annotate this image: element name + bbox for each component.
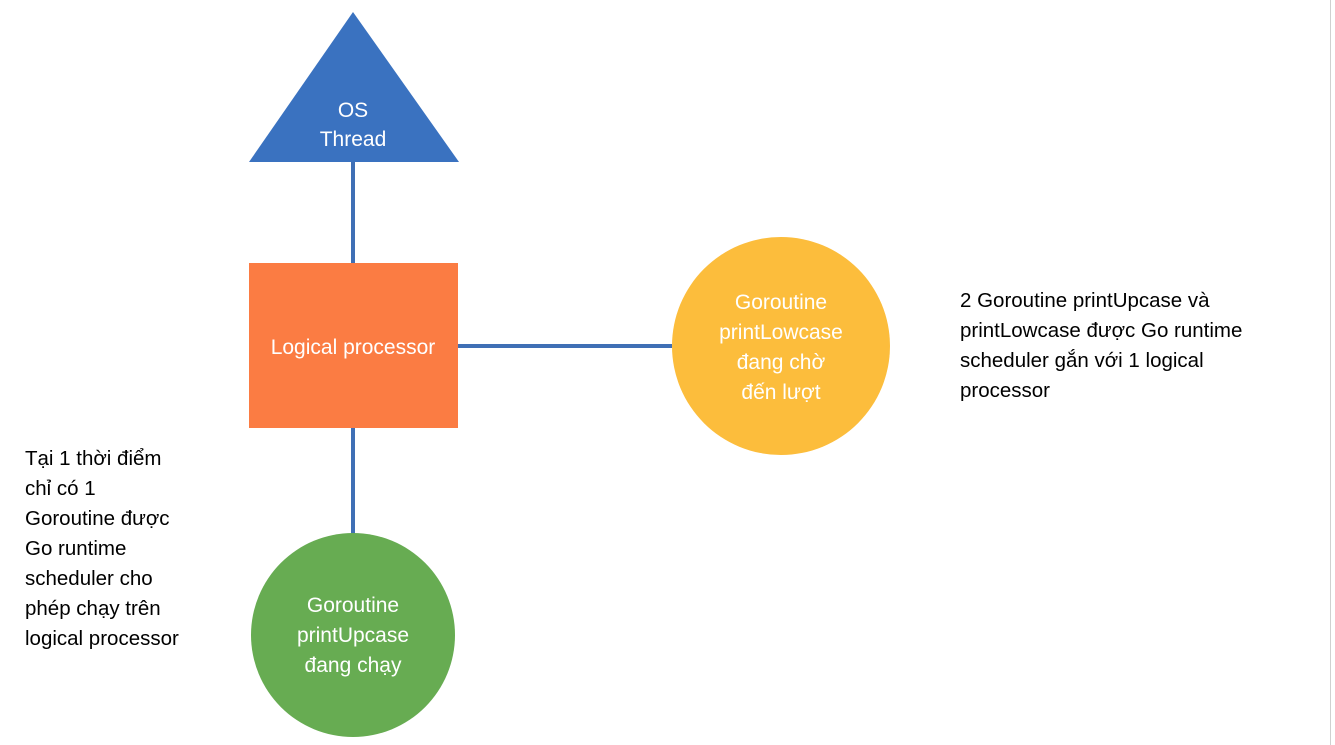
page-edge-divider [1330, 0, 1331, 745]
goroutine-waiting-circle [672, 237, 890, 455]
annotation-right-line-1: 2 Goroutine printUpcase và [960, 289, 1210, 312]
goroutine-waiting-line-1: Goroutine [735, 291, 827, 314]
logical-processor-node: Logical processor [249, 263, 458, 428]
goroutine-waiting-line-2: printLowcase [719, 321, 843, 344]
goroutine-waiting-line-3: đang chờ [737, 351, 826, 374]
annotation-right: 2 Goroutine printUpcase và printLowcase … [960, 286, 1242, 406]
goroutine-running-node: Goroutine printUpcase đang chạy [251, 533, 455, 737]
goroutine-running-circle [251, 533, 455, 737]
annotation-right-line-2: printLowcase được Go runtime [960, 319, 1243, 342]
annotation-left-line-4: Go runtime [25, 537, 127, 560]
annotation-left-line-6: phép chạy trên [25, 597, 161, 620]
os-thread-label-line-1: OS [338, 99, 368, 122]
annotation-left: Tại 1 thời điểm chỉ có 1 Goroutine được … [25, 444, 179, 654]
logical-processor-box [249, 263, 458, 428]
annotation-right-line-4: processor [960, 379, 1051, 402]
os-thread-node: OS Thread [249, 12, 459, 162]
goroutine-waiting-line-4: đến lượt [741, 381, 820, 404]
annotation-left-line-1: Tại 1 thời điểm [25, 447, 162, 470]
annotation-left-line-7: logical processor [25, 627, 179, 650]
os-thread-triangle [249, 12, 459, 162]
os-thread-label-line-2: Thread [320, 128, 387, 151]
goroutine-waiting-node: Goroutine printLowcase đang chờ đến lượt [672, 237, 890, 455]
logical-processor-label: Logical processor [271, 336, 436, 359]
annotation-left-line-3: Goroutine được [25, 507, 170, 530]
goroutine-running-line-3: đang chạy [305, 654, 402, 677]
annotation-right-line-3: scheduler gắn với 1 logical [960, 349, 1204, 372]
annotation-left-line-2: chỉ có 1 [25, 477, 96, 500]
goroutine-running-line-1: Goroutine [307, 594, 399, 617]
annotation-left-line-5: scheduler cho [25, 567, 153, 590]
goroutine-running-line-2: printUpcase [297, 624, 409, 647]
